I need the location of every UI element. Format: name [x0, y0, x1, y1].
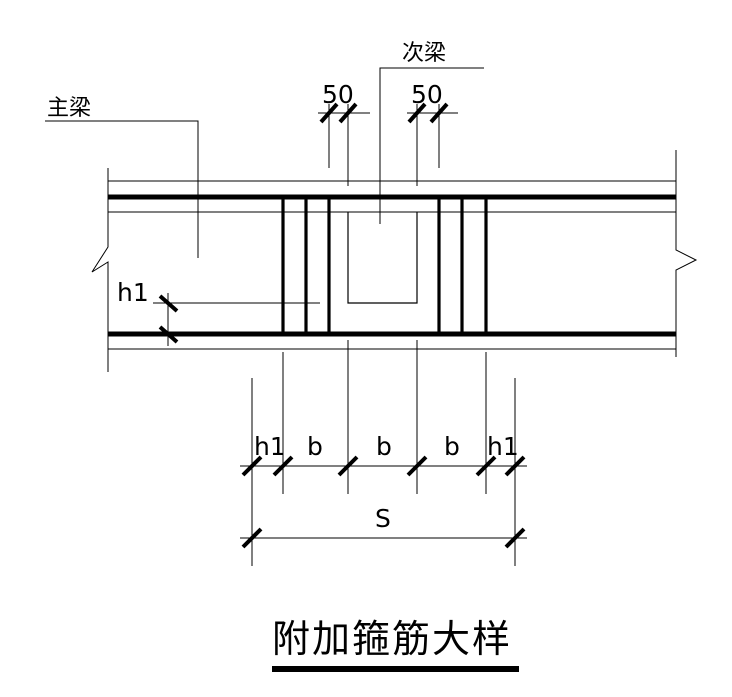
left-break-line: [91, 168, 109, 372]
tick-mark: [158, 325, 179, 344]
dim-top-left-label: 50: [322, 80, 354, 109]
tick-mark: [158, 294, 179, 313]
tick-mark: [241, 455, 263, 477]
tick-mark: [429, 102, 449, 124]
tick-mark: [272, 455, 294, 477]
dim-total-label: S: [375, 504, 391, 533]
tick-mark: [475, 455, 497, 477]
additional-stirrups: [281, 197, 488, 334]
tick-mark: [319, 102, 339, 124]
main-beam: [91, 150, 698, 372]
dim-h1-left-label: h1: [254, 432, 286, 461]
main-beam-leader: [45, 120, 199, 258]
secondary-beam-leader: [379, 67, 484, 224]
dim-b1-label: b: [307, 432, 323, 461]
tick-mark: [338, 102, 358, 124]
tick-mark: [504, 527, 526, 549]
top-dimensions: [318, 102, 458, 186]
tick-mark: [241, 527, 263, 549]
h1-side-label: h1: [117, 278, 149, 307]
tick-mark: [504, 455, 526, 477]
h1-vertical-dimension: [153, 293, 320, 346]
total-dimension: [240, 527, 527, 549]
tick-mark: [337, 455, 359, 477]
dim-top-right-label: 50: [411, 80, 443, 109]
secondary-beam-label: 次梁: [402, 41, 446, 66]
secondary-beam-outline: [347, 212, 418, 304]
dim-b3-label: b: [444, 432, 460, 461]
right-break-line: [675, 150, 698, 357]
drawing-title: 附加箍筋大样: [272, 617, 512, 661]
dim-h1-right-label: h1: [487, 432, 519, 461]
tick-mark: [406, 455, 428, 477]
tick-mark: [407, 102, 427, 124]
dim-b2-label: b: [376, 432, 392, 461]
main-beam-label: 主梁: [47, 96, 91, 121]
bottom-dimension-chain: [240, 340, 527, 566]
